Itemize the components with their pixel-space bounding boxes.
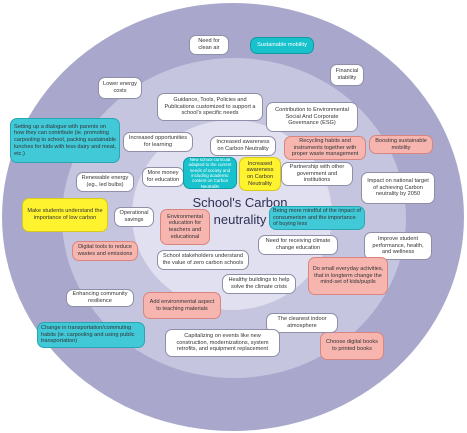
action-mindful-consumerism: Being more mindful of the impact of cons… [269, 206, 365, 230]
action-capitalizing-on-events: Capitalizing on events like new construc… [165, 329, 280, 357]
benefit-learning-opportunities: Increased opportunities for learning [123, 132, 193, 152]
benefit-cleanest-indoor-atmosphere: The cleanest indoor atmosphere [266, 313, 338, 333]
benefit-need-clean-air: Need for clean air [189, 35, 229, 55]
benefit-esg-contribution: Contribution to Environmental Social And… [266, 102, 358, 132]
benefit-awareness-carbon-neutrality: Increased awareness on Carbon Neutrality [210, 136, 276, 156]
diagram-title: School's Carbon neutrality [192, 195, 288, 227]
benefit-more-money-education: More money for education [142, 167, 184, 187]
benefit-student-performance: Improve student performance, health, and… [364, 232, 432, 260]
benefit-financial-stability: Financial stability [330, 64, 364, 86]
benefit-national-target-2050: Impact on national target of achieving C… [361, 172, 435, 204]
benefit-sustainable-mobility: Sustainable mobility [250, 37, 314, 54]
action-boosting-sustainable-mobility: Boosting sustainable mobility [369, 135, 433, 154]
benefit-lower-energy-costs: Lower energy costs [98, 77, 142, 99]
benefit-community-resilience: Enhancing community resilience [66, 289, 134, 307]
partnership-institutions: Partnership with other government and in… [281, 162, 353, 186]
goal-understand-low-carbon: Make students understand the importance … [22, 198, 108, 232]
goal-awareness-carbon-neutrality: Increased awareness on Carbon Neutrality [239, 157, 281, 191]
action-digital-books: Choose digital books to printed books [320, 332, 384, 360]
action-dialogue-with-parents: Setting up a dialogue with parents on ho… [10, 118, 120, 163]
action-change-transportation: Change in transportation/commuting habit… [37, 322, 145, 348]
support-guidance-tools: Guidance, Tools, Policies and Publicatio… [157, 93, 263, 121]
need-climate-change-education: Need for receiving climate change educat… [258, 235, 338, 255]
action-environmental-teaching-materials: Add environmental aspect to teaching mat… [143, 292, 221, 319]
benefit-healthy-buildings: Healthy buildings to help solve the clim… [222, 274, 296, 294]
action-small-everyday-activities: Do small everyday activities, that in lo… [308, 257, 388, 295]
action-digital-tools: Digital tools to reduce wastes and emiss… [72, 241, 138, 261]
action-renewable-energy: Renewable energy (eg., led bulbs) [76, 172, 134, 192]
benefit-operational-savings: Operational savings [114, 207, 154, 227]
action-new-school-curricula: New school curricula adapted to the curr… [183, 157, 237, 189]
action-recycling-habits: Recycling habits and instruments togethe… [284, 136, 366, 160]
goal-stakeholders-understand-value: School stakeholders understand the value… [157, 250, 249, 270]
action-environmental-education-teachers: Environmental education for teachers and… [160, 209, 210, 245]
